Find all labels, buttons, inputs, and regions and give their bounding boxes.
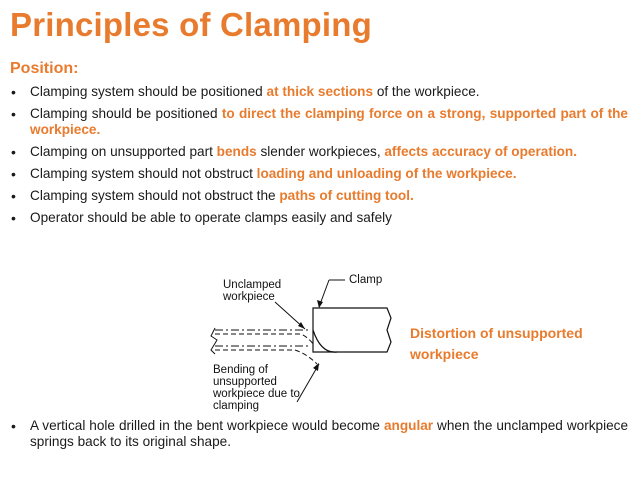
bullet-item: Clamping should be positioned to direct … [10, 106, 628, 138]
clamping-diagram: Unclamped workpiece Clamp Bending of uns… [205, 272, 405, 412]
section-heading: Position: [10, 60, 79, 77]
bullet-item: Operator should be able to operate clamp… [10, 210, 628, 226]
bullet-item: Clamping on unsupported part bends slend… [10, 144, 628, 160]
unclamped-workpiece-label: Unclamped workpiece [223, 279, 282, 303]
bottom-bullet-list: A vertical hole drilled in the bent work… [10, 418, 628, 450]
bending-label: Bending of unsupported workpiece due to … [213, 364, 300, 412]
clamp-label: Clamp [349, 274, 383, 286]
bullet-item: A vertical hole drilled in the bent work… [10, 418, 628, 450]
bullet-list: Clamping system should be positioned at … [10, 84, 628, 232]
bullet-item: Clamping system should not obstruct load… [10, 166, 628, 182]
bullet-item: Clamping system should not obstruct the … [10, 188, 628, 204]
clamping-diagram-drawing [210, 279, 392, 403]
distortion-note: Distortion of unsupported workpiece [410, 325, 583, 362]
bullet-item: Clamping system should be positioned at … [10, 84, 628, 100]
slide-title: Principles of Clamping [10, 6, 372, 43]
